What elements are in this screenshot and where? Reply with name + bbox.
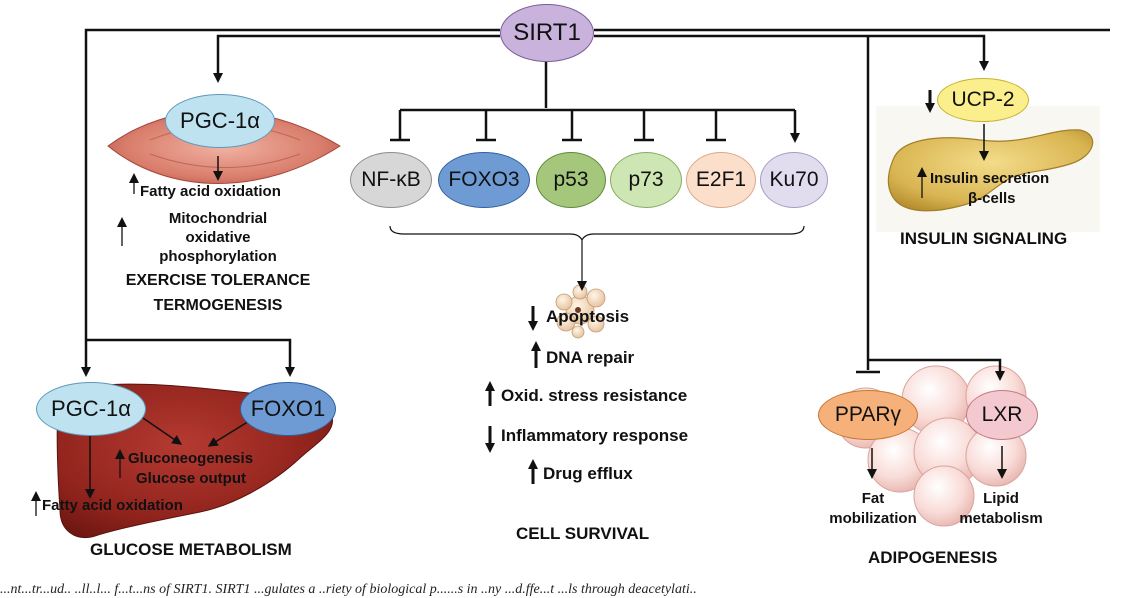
figure-caption: ...nt...tr...ud.. ..ll..l... f...t...ns …	[0, 582, 697, 597]
pancreas-illustration	[876, 106, 1100, 232]
fat-text: Fat	[861, 490, 885, 507]
mitochondrial-text: Mitochondrial	[168, 210, 268, 227]
insulin-secretion-text: Insulin secretion	[930, 170, 1050, 187]
adipogenesis-heading: ADIPOGENESIS	[868, 548, 998, 567]
beta-cells-text: β-cells	[968, 190, 1016, 207]
apoptosis-text: Apoptosis	[546, 307, 630, 326]
inflammatory-response-text: Inflammatory response	[501, 426, 689, 445]
foxo3-node: FOXO3	[438, 152, 530, 208]
p73-node: p73	[610, 152, 682, 208]
nfkb-node: NF-κB	[350, 152, 432, 208]
mobilization-text: mobilization	[829, 510, 917, 527]
pgc1a-muscle-node: PGC-1α	[165, 94, 275, 148]
oxid-stress-text: Oxid. stress resistance	[501, 386, 688, 405]
dna-repair-text: DNA repair	[546, 348, 635, 367]
ppar-gamma-node: PPARγ	[818, 390, 918, 440]
liver-fatty-acid-text: Fatty acid oxidation	[42, 497, 183, 514]
pgc1a-liver-node: PGC-1α	[36, 382, 146, 436]
glucose-output-text: Glucose output	[136, 470, 246, 487]
ku70-node: Ku70	[760, 152, 828, 208]
muscle-fatty-acid-text: Fatty acid oxidation	[140, 183, 281, 200]
cell-illustration	[555, 284, 606, 339]
gluconeogenesis-text: Gluconeogenesis	[128, 450, 254, 467]
exercise-tolerance-heading: EXERCISE TOLERANCE	[125, 272, 311, 289]
drug-efflux-text: Drug efflux	[543, 464, 633, 483]
sirt1-node: SIRT1	[500, 4, 594, 62]
cell-survival-heading: CELL SURVIVAL	[516, 524, 650, 543]
foxo1-node: FOXO1	[240, 382, 336, 436]
e2f1-node: E2F1	[686, 152, 756, 208]
phosphorylation-text: phosphorylation	[159, 248, 277, 265]
lxr-node: LXR	[966, 390, 1038, 440]
p53-node: p53	[536, 152, 606, 208]
glucose-metabolism-heading: GLUCOSE METABOLISM	[90, 540, 292, 559]
oxidative-text: oxidative	[185, 229, 251, 246]
insulin-signaling-heading: INSULIN SIGNALING	[900, 229, 1068, 248]
metabolism-text: metabolism	[959, 510, 1043, 527]
termogenesis-heading: TERMOGENESIS	[153, 297, 283, 314]
lipid-text: Lipid	[983, 490, 1019, 507]
ucp2-node: UCP-2	[937, 78, 1029, 122]
